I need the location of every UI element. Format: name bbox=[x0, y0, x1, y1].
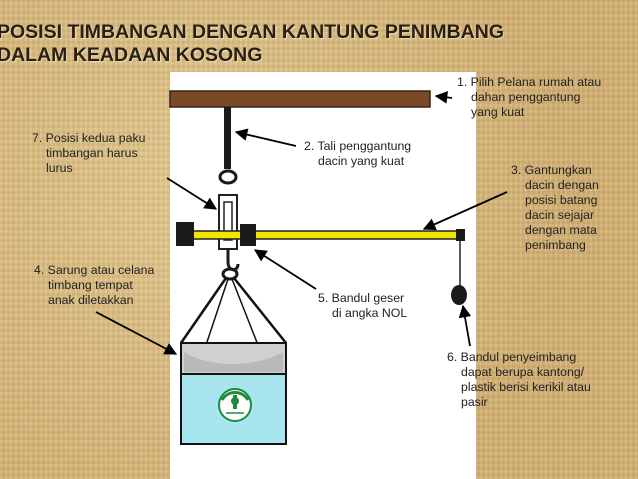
bar-end-block-left bbox=[176, 222, 194, 246]
label-1-beam: 1. Pilih Pelana rumah atau dahan penggan… bbox=[457, 75, 602, 119]
lower-hook bbox=[226, 249, 240, 272]
label-2-rope: 2. Tali penggantung dacin yang kuat bbox=[304, 139, 412, 168]
scale-nail-bracket bbox=[218, 194, 238, 250]
label-7-nails: 7. Posisi kedua paku timbangan harus lur… bbox=[32, 131, 146, 175]
top-hook bbox=[218, 169, 238, 185]
bar-sliding-weight bbox=[240, 224, 256, 246]
arrow-3 bbox=[422, 191, 508, 231]
arrow-6 bbox=[458, 304, 472, 347]
kemenkes-emblem-icon bbox=[218, 388, 252, 422]
bar-end-cap-right bbox=[456, 229, 465, 241]
counterweight bbox=[451, 285, 467, 305]
hanging-beam bbox=[169, 90, 431, 108]
page-title: POSISI TIMBANGAN DENGAN KANTUNG PENIMBAN… bbox=[0, 21, 504, 67]
title-line-2: DALAM KEADAAN KOSONG bbox=[0, 44, 263, 66]
label-6-counterweight: 6. Bandul penyeimbang dapat berupa kanto… bbox=[447, 350, 591, 409]
arrow-5 bbox=[253, 249, 317, 290]
arrow-4 bbox=[95, 311, 178, 355]
hanging-rope bbox=[224, 107, 231, 169]
bag-strap-left bbox=[179, 277, 228, 344]
label-4-bag: 4. Sarung atau celana timbang tempat ana… bbox=[34, 263, 155, 307]
label-5-sliding-weight: 5. Bandul geser di angka NOL bbox=[318, 291, 408, 320]
label-3-hang: 3. Gantungkan dacin dengan posisi batang… bbox=[511, 163, 599, 252]
bag-strap-right bbox=[233, 277, 287, 344]
arrow-2 bbox=[234, 128, 297, 147]
arrow-7 bbox=[166, 177, 218, 210]
balance-bar bbox=[192, 230, 460, 240]
title-line-1: POSISI TIMBANGAN DENGAN KANTUNG PENIMBAN… bbox=[0, 21, 505, 43]
arrow-1 bbox=[434, 91, 453, 104]
